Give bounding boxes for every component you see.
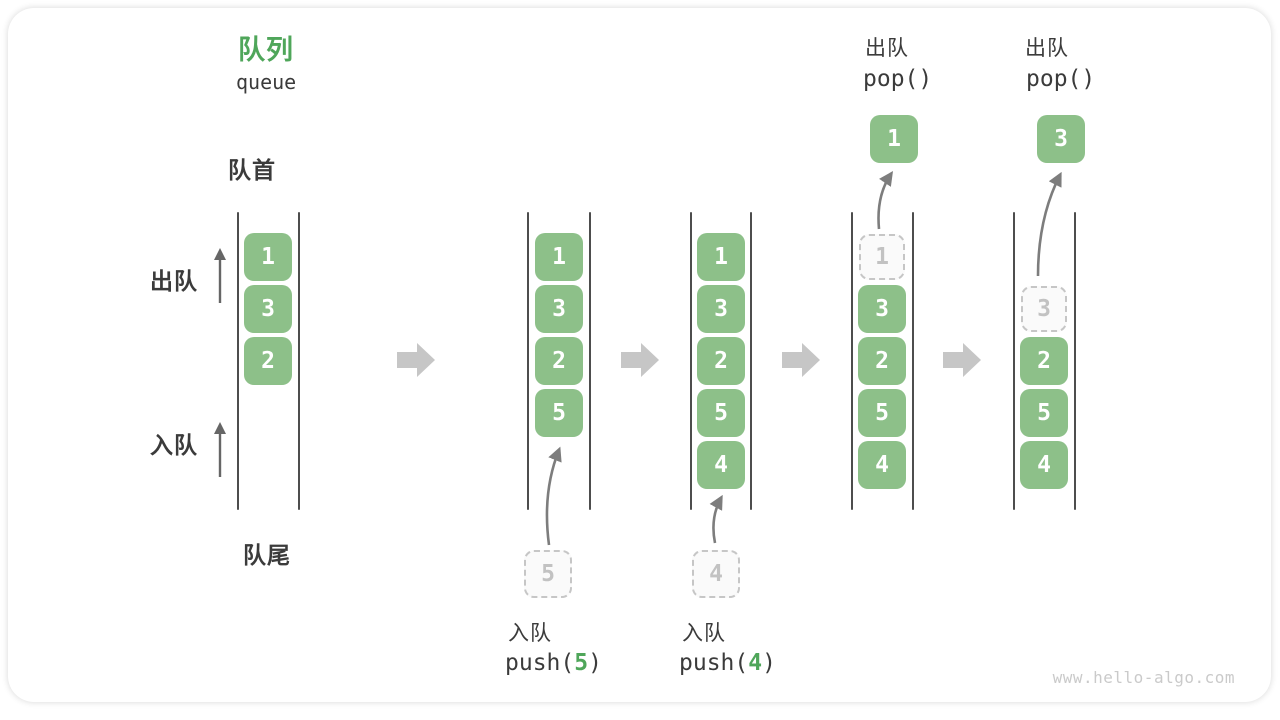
push-op-code: push(5): [505, 650, 602, 676]
pop-op-label: 出队: [865, 37, 909, 60]
queue-cell: 2: [1020, 337, 1068, 385]
queue-wall: [690, 212, 692, 510]
dequeue-side-label: 出队: [150, 268, 198, 294]
queue-wall: [750, 212, 752, 510]
queue-cell: 3: [244, 285, 292, 333]
queue-cell: 2: [858, 337, 906, 385]
queue-cell: 3: [858, 285, 906, 333]
push-value-box: 5: [524, 550, 572, 598]
queue-cell: 4: [697, 441, 745, 489]
push-close: ): [588, 650, 602, 676]
pop-op-code: pop(): [1026, 66, 1096, 92]
pop-op-code: pop(): [863, 66, 933, 92]
queue-rear-label: 队尾: [243, 542, 291, 568]
queue-cell: 1: [535, 233, 583, 281]
push-op-label: 入队: [682, 622, 726, 645]
popped-value-box: 1: [870, 115, 918, 163]
push-op-code: push(4): [679, 650, 776, 676]
queue-cell: 5: [697, 389, 745, 437]
push-arg: 5: [574, 650, 589, 676]
pop-op-label: 出队: [1025, 37, 1069, 60]
queue-cell: 3: [697, 285, 745, 333]
push-fn: push(: [679, 650, 749, 676]
enqueue-side-label: 入队: [150, 432, 198, 458]
queue-cell: 5: [535, 389, 583, 437]
queue-wall: [1013, 212, 1015, 510]
push-value-box: 4: [692, 550, 740, 598]
push-op-label: 入队: [508, 622, 552, 645]
push-fn: push(: [505, 650, 575, 676]
push-arg: 4: [748, 650, 763, 676]
queue-cell: 4: [858, 441, 906, 489]
popped-value-box: 3: [1037, 115, 1085, 163]
queue-cell: 5: [858, 389, 906, 437]
queue-wall: [237, 212, 239, 510]
queue-wall: [298, 212, 300, 510]
queue-wall: [527, 212, 529, 510]
queue-wall: [851, 212, 853, 510]
queue-cell: 1: [697, 233, 745, 281]
queue-cell: 2: [244, 337, 292, 385]
queue-cell-removed: 3: [1021, 286, 1067, 332]
queue-cell: 5: [1020, 389, 1068, 437]
page-title: 队列: [238, 35, 294, 65]
queue-cell: 2: [697, 337, 745, 385]
queue-cell: 2: [535, 337, 583, 385]
queue-cell: 4: [1020, 441, 1068, 489]
queue-wall: [1074, 212, 1076, 510]
queue-wall: [912, 212, 914, 510]
push-close: ): [762, 650, 776, 676]
queue-cell: 1: [244, 233, 292, 281]
diagram-card: [8, 8, 1271, 702]
watermark: www.hello-algo.com: [1052, 668, 1235, 687]
page-subtitle: queue: [236, 70, 297, 94]
queue-front-label: 队首: [228, 157, 276, 183]
queue-cell: 3: [535, 285, 583, 333]
queue-cell-removed: 1: [859, 234, 905, 280]
queue-wall: [589, 212, 591, 510]
